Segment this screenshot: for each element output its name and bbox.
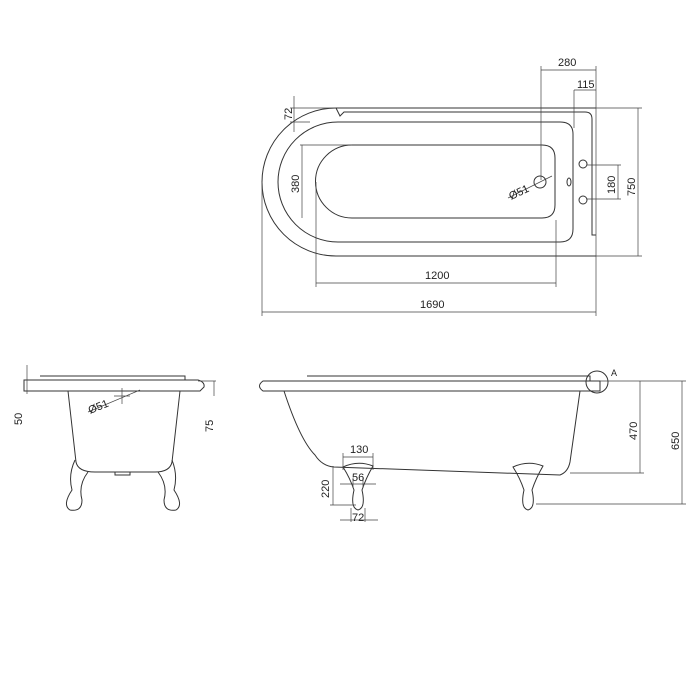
- dim-1200: [315, 182, 557, 287]
- foot-right: [512, 462, 544, 511]
- dim-label-650: 650: [670, 432, 682, 450]
- dim-750: [596, 107, 642, 257]
- rim-inner-edge: [277, 121, 574, 243]
- dim-label-380: 380: [290, 175, 302, 193]
- end-rim: [23, 375, 205, 392]
- dim-220: [330, 466, 356, 506]
- dim-label-470: 470: [628, 422, 640, 440]
- dim-label-280: 280: [558, 57, 576, 69]
- dim-470: [570, 380, 686, 474]
- foot-left: [342, 462, 374, 511]
- basin-outline: [315, 144, 556, 219]
- dim-label-220: 220: [320, 480, 332, 498]
- dim-label-56: 56: [352, 472, 364, 484]
- dim-180: [587, 164, 621, 200]
- end-leg-left: [66, 459, 89, 511]
- detail-circle-a: [585, 370, 609, 394]
- end-view: 50 75 Ø51: [13, 365, 216, 511]
- dim-waste-leader: [507, 175, 553, 199]
- dim-label-180: 180: [606, 176, 618, 194]
- tap-hole-upper: [578, 159, 588, 169]
- dim-label-75: 75: [204, 420, 216, 432]
- top-view: 1690 1200 280 115 750 180 380 72 Ø51: [261, 57, 642, 316]
- waste-hole: [533, 175, 547, 189]
- dim-label-1690: 1690: [420, 299, 444, 311]
- dim-label-50: 50: [13, 413, 25, 425]
- dim-label-115: 115: [577, 79, 595, 91]
- end-drain: [114, 472, 131, 476]
- side-view: A 470 650 130 220 56 72: [259, 368, 686, 524]
- dim-72: [290, 96, 336, 132]
- dim-label-130: 130: [350, 444, 368, 456]
- end-leg-right: [157, 459, 180, 511]
- dim-1690: [261, 108, 597, 316]
- end-waste-leader: [87, 388, 141, 413]
- dim-650: [536, 381, 686, 505]
- end-waste-label: Ø51: [87, 398, 111, 417]
- end-body: [67, 390, 181, 473]
- dim-72-foot: [340, 508, 378, 522]
- dim-label-1200: 1200: [425, 270, 449, 282]
- rim-notch: [335, 107, 596, 236]
- dim-75: [198, 380, 216, 396]
- dim-label-72: 72: [283, 108, 295, 120]
- overflow: [566, 177, 572, 187]
- dim-115: [573, 89, 596, 128]
- dim-56: [340, 478, 376, 488]
- tap-hole-lower: [578, 195, 588, 205]
- side-body: [283, 390, 581, 476]
- dim-380: [300, 144, 352, 218]
- dim-label-72-foot: 72: [352, 512, 364, 524]
- detail-label-a: A: [611, 368, 617, 378]
- side-rim: [259, 375, 601, 392]
- dim-label-waste: Ø51: [507, 183, 531, 203]
- dim-280: [540, 66, 597, 180]
- dim-label-750: 750: [626, 178, 638, 196]
- dim-130: [342, 453, 374, 470]
